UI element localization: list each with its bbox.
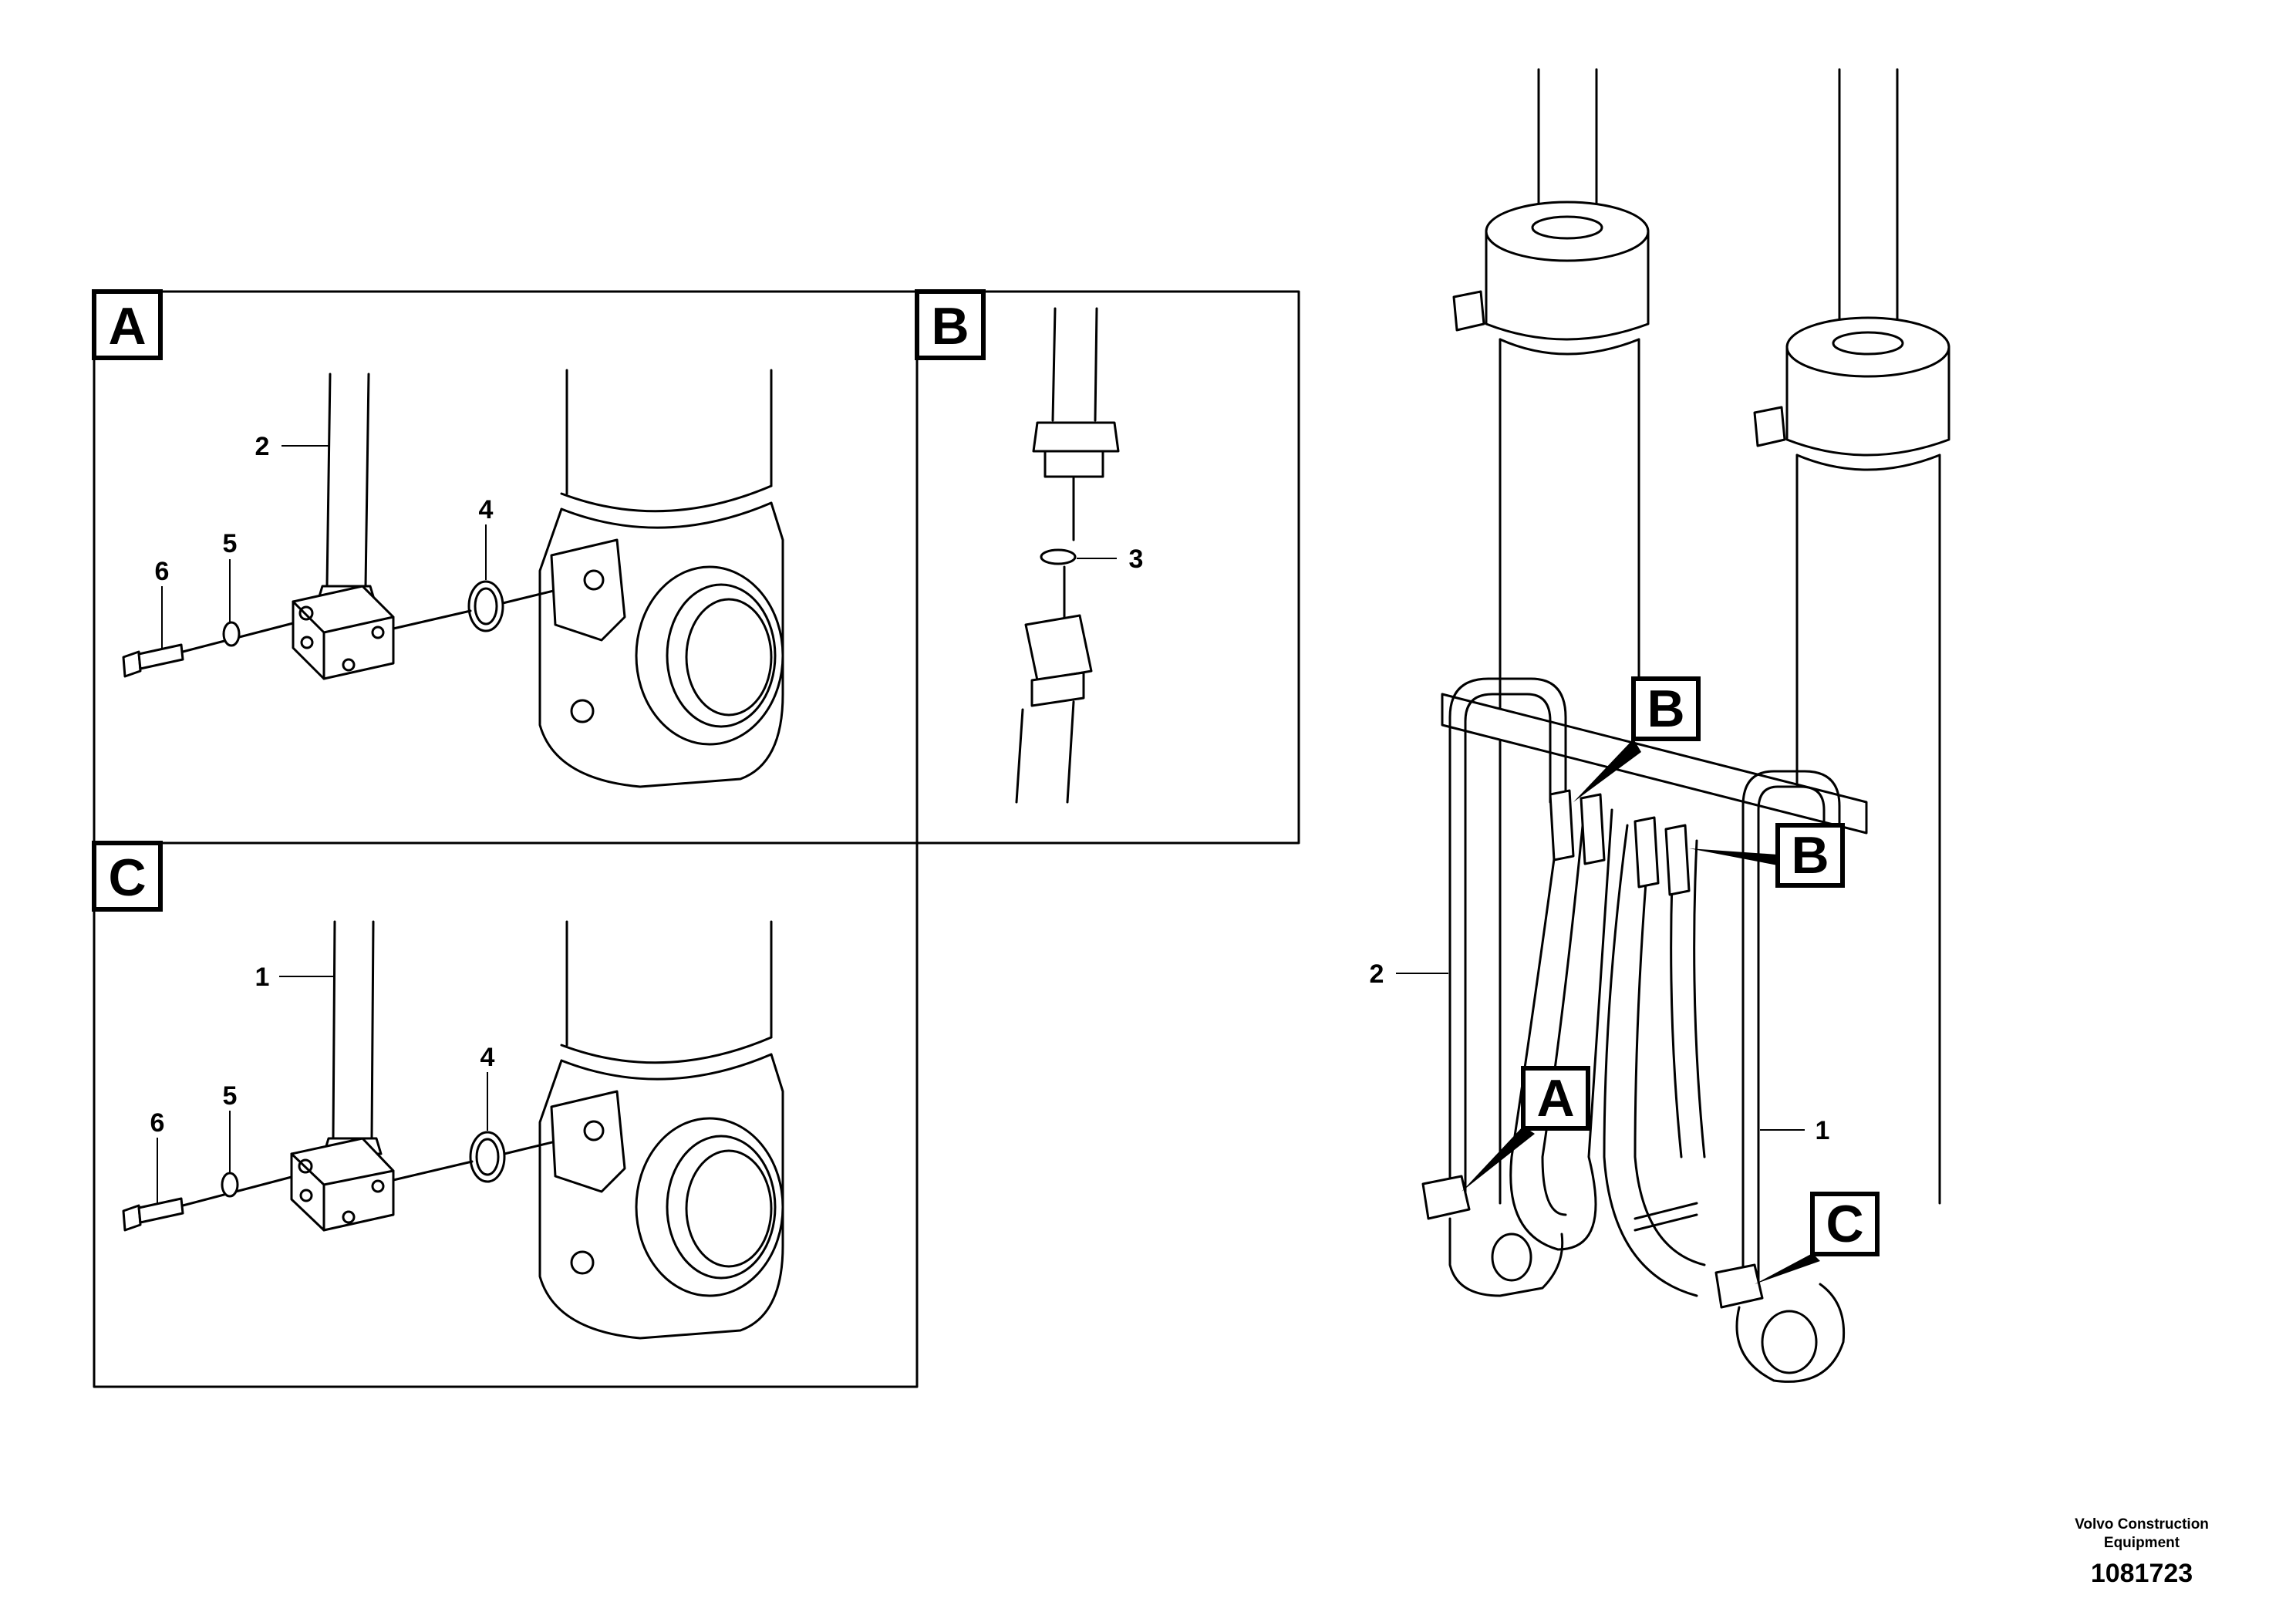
manufacturer-name-line1: Volvo Construction xyxy=(2075,1516,2209,1533)
label-b-upper: B xyxy=(1573,676,1701,802)
svg-text:1: 1 xyxy=(1816,1116,1830,1145)
main-assembly-view: 2 1 B B A C xyxy=(1370,68,1950,1383)
svg-text:6: 6 xyxy=(155,557,170,586)
hose-1-main xyxy=(1714,770,1841,1309)
washer-5-detail-c xyxy=(221,1172,239,1198)
document-number: 1081723 xyxy=(2090,1559,2193,1588)
label-c: C xyxy=(1755,1192,1880,1284)
washer-5-detail-a xyxy=(222,621,241,647)
panel-c-letter: C xyxy=(108,848,146,907)
svg-text:A: A xyxy=(1536,1069,1574,1128)
screw-6-detail-a xyxy=(122,622,295,678)
svg-text:2: 2 xyxy=(255,432,270,461)
manufacturer-footer: Volvo Construction Equipment 1081723 xyxy=(2041,1516,2242,1589)
callout-4-detail-c: 4 xyxy=(480,1043,495,1131)
right-rod-eye xyxy=(1735,1283,1846,1383)
svg-text:C: C xyxy=(1826,1195,1863,1253)
right-cylinder xyxy=(1753,68,1950,1205)
cylinder-rod-end-detail-a xyxy=(538,369,784,788)
panel-b-letter-box xyxy=(915,289,986,360)
cylinder-rod-end-detail-c xyxy=(538,920,784,1340)
panel-a-letter-box xyxy=(92,289,163,360)
svg-text:4: 4 xyxy=(480,1043,495,1072)
svg-text:B: B xyxy=(1647,679,1684,738)
svg-text:2: 2 xyxy=(1370,959,1384,989)
left-rod-eye xyxy=(1448,1217,1564,1297)
central-hose-bundle xyxy=(1509,789,1706,1297)
split-flange-detail-c xyxy=(290,1137,395,1232)
manufacturer-name-line2: Equipment xyxy=(2103,1535,2180,1551)
o-ring-3-detail-b xyxy=(1040,548,1077,565)
left-cylinder xyxy=(1452,68,1650,1205)
o-ring-4-detail-a xyxy=(392,578,599,632)
callout-5-detail-a: 5 xyxy=(223,529,238,622)
callout-6-detail-c: 6 xyxy=(150,1108,165,1203)
svg-text:6: 6 xyxy=(150,1108,165,1138)
svg-text:3: 3 xyxy=(1129,545,1144,574)
callout-5-detail-c: 5 xyxy=(223,1081,238,1172)
adapter-detail-b xyxy=(1015,565,1093,804)
svg-text:5: 5 xyxy=(223,1081,238,1111)
hose-fitting-detail-b xyxy=(1032,307,1120,541)
panel-c-letter-box xyxy=(92,841,163,912)
callout-1-detail-c: 1 xyxy=(255,963,333,992)
main-callout-1: 1 xyxy=(1760,1116,1829,1145)
panel-a-letter: A xyxy=(108,297,146,356)
label-b-right: B xyxy=(1689,823,1845,888)
detail-panel-b: B 3 xyxy=(915,289,1300,845)
hose-1-detail-c xyxy=(322,920,383,1155)
detail-panel-a: A xyxy=(92,289,919,845)
detail-panel-c: C xyxy=(92,841,919,1388)
svg-text:B: B xyxy=(1791,826,1829,885)
svg-text:5: 5 xyxy=(223,529,238,558)
callout-4-detail-a: 4 xyxy=(479,495,494,580)
callout-3-detail-b: 3 xyxy=(1077,545,1143,574)
hose-2-detail-a xyxy=(316,373,376,603)
callout-2-detail-a: 2 xyxy=(255,432,329,461)
panel-b-letter: B xyxy=(931,297,969,356)
callout-6-detail-a: 6 xyxy=(155,557,170,649)
svg-text:1: 1 xyxy=(255,963,270,992)
main-callout-2: 2 xyxy=(1370,959,1448,989)
split-flange-detail-a xyxy=(292,585,395,680)
screw-6-detail-c xyxy=(122,1175,293,1232)
svg-text:4: 4 xyxy=(479,495,494,524)
hose-2-main xyxy=(1421,677,1567,1220)
label-a: A xyxy=(1462,1066,1590,1192)
